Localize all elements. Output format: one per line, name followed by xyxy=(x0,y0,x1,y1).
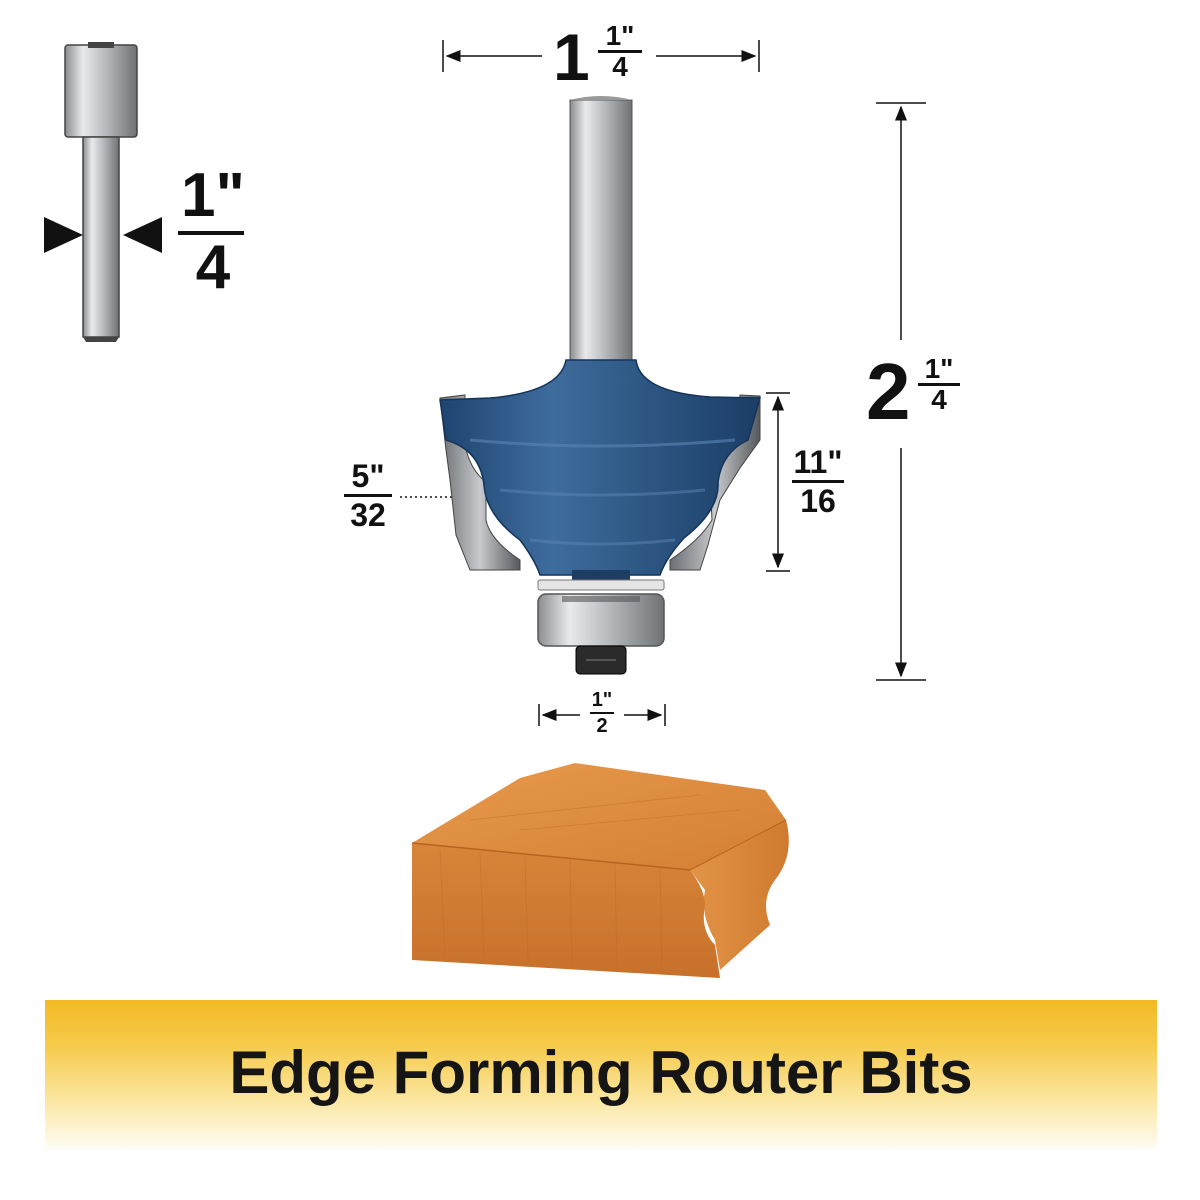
cutting-length-bar xyxy=(792,480,844,483)
cutting-length-dimension xyxy=(766,392,790,572)
overall-length-numerator: 1" xyxy=(924,353,954,384)
cutting-width-numerator: 1" xyxy=(605,20,635,51)
shank-denominator: 4 xyxy=(195,233,231,302)
bearing-bar xyxy=(590,712,614,714)
cutting-length-denominator: 16 xyxy=(800,483,836,519)
shank-numerator: 1" xyxy=(181,161,245,230)
cutting-width-dimension xyxy=(442,40,760,72)
overall-length-denominator: 4 xyxy=(931,384,947,415)
bearing-numerator: 1" xyxy=(591,689,613,711)
cutting-length-fraction: 11" 16 xyxy=(788,446,848,517)
overall-length-whole: 2 xyxy=(866,347,911,436)
bearing-denominator: 2 xyxy=(596,715,608,737)
bearing-dimension xyxy=(538,704,666,726)
cutting-width-whole: 1 xyxy=(553,20,590,94)
radius-fraction: 5" 32 xyxy=(340,460,396,531)
shank-bar xyxy=(178,231,244,235)
banner-title: Edge Forming Router Bits xyxy=(229,1039,973,1106)
radius-numerator: 5" xyxy=(351,458,385,494)
shank-fraction: 1" 4 xyxy=(178,165,248,299)
bearing-fraction: 1" 2 xyxy=(588,690,616,736)
overall-length-fraction: 1" 4 xyxy=(918,355,960,414)
category-banner: Edge Forming Router Bits xyxy=(45,1000,1157,1150)
wood-profile-block xyxy=(411,763,789,978)
router-bit xyxy=(439,96,761,675)
cutting-width-denominator: 4 xyxy=(612,51,628,82)
radius-bar xyxy=(344,494,392,497)
overall-length-dimension xyxy=(876,102,926,681)
shank-icon xyxy=(44,42,162,342)
cutting-width-bar xyxy=(598,50,642,53)
cutting-length-numerator: 11" xyxy=(793,444,843,480)
cutting-width-fraction: 1" 4 xyxy=(598,22,642,81)
overall-length-bar xyxy=(918,383,960,386)
radius-denominator: 32 xyxy=(350,497,386,533)
